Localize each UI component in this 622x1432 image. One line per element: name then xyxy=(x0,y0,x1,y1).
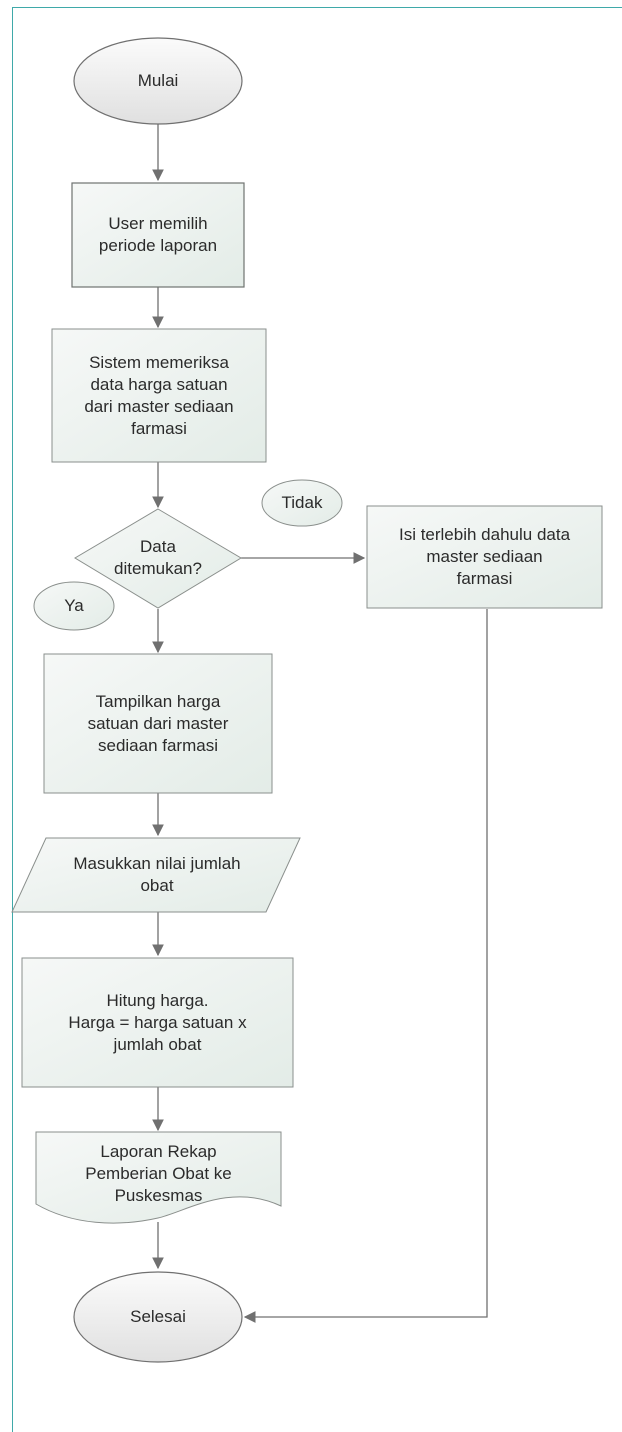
connector-fill-to-end xyxy=(243,609,488,1323)
no-label-bubble xyxy=(261,479,343,527)
process-show-price xyxy=(43,653,273,794)
frame-top-border xyxy=(12,7,622,8)
end-terminal xyxy=(73,1271,243,1363)
process-check-data xyxy=(51,328,267,463)
input-quantity-parallelogram xyxy=(11,837,301,913)
frame-left-border xyxy=(12,7,13,1432)
decision-diamond xyxy=(74,508,242,609)
process-select-period xyxy=(71,182,245,288)
yes-label-bubble xyxy=(33,581,115,631)
process-fill-master xyxy=(366,505,603,609)
output-report-document xyxy=(35,1131,282,1224)
process-calculate xyxy=(21,957,294,1088)
start-terminal xyxy=(73,37,243,125)
